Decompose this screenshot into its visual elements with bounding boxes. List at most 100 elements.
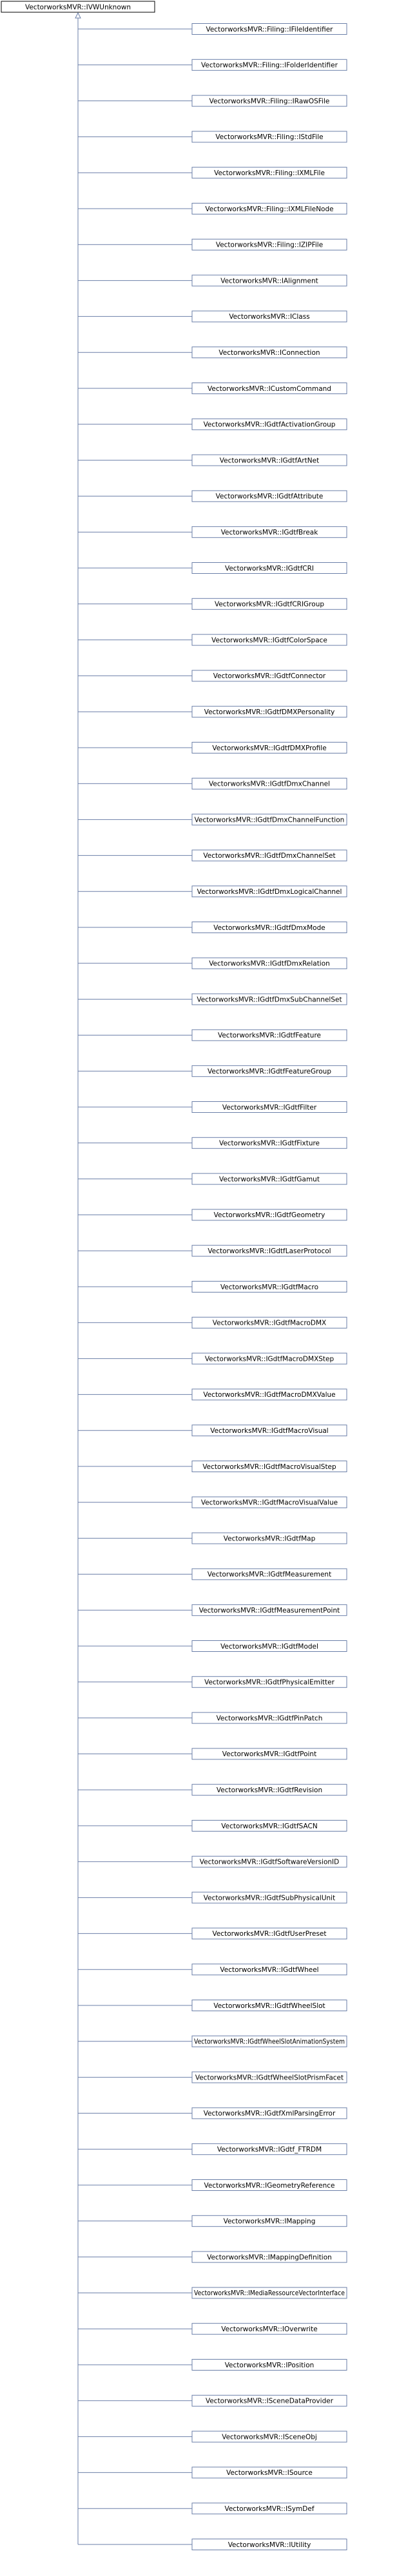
derived-class-node[interactable]: VectorworksMVR::IGdtfDMXProfile <box>191 742 347 753</box>
derived-class-node[interactable]: VectorworksMVR::ISource <box>191 2467 347 2479</box>
derived-class-node[interactable]: VectorworksMVR::IGdtfDmxChannelFunction <box>191 813 347 826</box>
derived-class-node[interactable]: VectorworksMVR::IMappingDefinition <box>191 2251 347 2263</box>
derived-class-node[interactable]: VectorworksMVR::IGdtfSoftwareVersionID <box>191 1855 347 1868</box>
derived-class-node[interactable]: VectorworksMVR::IGdtfDMXPersonality <box>191 706 347 718</box>
derived-class-node[interactable]: VectorworksMVR::IGeometryReference <box>191 2179 347 2191</box>
derived-class-label: VectorworksMVR::IGdtfMacroVisualValue <box>201 1499 338 1507</box>
derived-class-node[interactable]: VectorworksMVR::IGdtfWheel <box>191 1964 347 1976</box>
derived-class-node[interactable]: VectorworksMVR::IGdtfActivationGroup <box>191 418 347 430</box>
derived-class-node[interactable]: VectorworksMVR::IGdtfFixture <box>191 1137 347 1149</box>
derived-class-node[interactable]: VectorworksMVR::ICustomCommand <box>191 383 347 394</box>
derived-class-node[interactable]: VectorworksMVR::IGdtfFilter <box>191 1101 347 1113</box>
derived-class-node[interactable]: VectorworksMVR::IGdtfDmxRelation <box>191 957 347 969</box>
derived-class-node[interactable]: VectorworksMVR::IGdtfPhysicalEmitter <box>191 1676 347 1688</box>
derived-class-node[interactable]: VectorworksMVR::IGdtfCRI <box>191 562 347 574</box>
derived-class-node[interactable]: VectorworksMVR::IGdtfAttribute <box>191 490 347 502</box>
derived-class-node[interactable]: VectorworksMVR::IGdtfPoint <box>191 1748 347 1760</box>
derived-class-box <box>191 993 347 1005</box>
derived-class-node[interactable]: VectorworksMVR::IAlignment <box>191 274 347 287</box>
derived-class-node[interactable]: VectorworksMVR::IGdtfDmxSubChannelSet <box>191 993 347 1005</box>
derived-class-node[interactable]: VectorworksMVR::IGdtfModel <box>191 1640 347 1652</box>
derived-class-box <box>191 131 347 143</box>
derived-class-box <box>191 1855 347 1868</box>
derived-class-node[interactable]: VectorworksMVR::IGdtfFeatureGroup <box>191 1065 347 1077</box>
derived-class-node[interactable]: VectorworksMVR::IGdtfMacroVisualValue <box>191 1496 347 1508</box>
derived-class-node[interactable]: VectorworksMVR::IGdtfMacroDMXValue <box>191 1388 347 1401</box>
derived-class-node[interactable]: VectorworksMVR::IGdtfRevision <box>191 1784 347 1796</box>
derived-class-box <box>191 310 347 323</box>
derived-class-node[interactable]: VectorworksMVR::IGdtfSubPhysicalUnit <box>191 1891 347 1904</box>
derived-class-node[interactable]: VectorworksMVR::IMediaRessourceVectorInt… <box>191 2287 347 2299</box>
derived-class-node[interactable]: VectorworksMVR::IGdtfMacroVisualStep <box>191 1461 347 1472</box>
derived-class-node[interactable]: VectorworksMVR::IGdtfDmxLogicalChannel <box>191 886 347 898</box>
derived-class-node[interactable]: VectorworksMVR::IGdtfSACN <box>191 1820 347 1832</box>
derived-class-node[interactable]: VectorworksMVR::IGdtfMeasurement <box>191 1568 347 1580</box>
derived-class-node[interactable]: VectorworksMVR::IGdtfGamut <box>191 1173 347 1185</box>
derived-class-label: VectorworksMVR::IGdtfFeature <box>218 1032 321 1039</box>
derived-class-node[interactable]: VectorworksMVR::IGdtfBreak <box>191 526 347 538</box>
derived-class-node[interactable]: VectorworksMVR::IGdtfDmxChannel <box>191 777 347 790</box>
derived-class-node[interactable]: VectorworksMVR::IGdtfCRIGroup <box>191 598 347 610</box>
derived-class-node[interactable]: VectorworksMVR::ISceneDataProvider <box>191 2394 347 2407</box>
derived-class-node[interactable]: VectorworksMVR::IGdtfDmxChannelSet <box>191 849 347 862</box>
derived-class-node[interactable]: VectorworksMVR::Filing::IXMLFileNode <box>191 203 347 214</box>
derived-class-node[interactable]: VectorworksMVR::IConnection <box>191 346 347 359</box>
derived-class-label: VectorworksMVR::IConnection <box>218 349 320 357</box>
derived-class-node[interactable]: VectorworksMVR::IGdtf_FTRDM <box>191 2143 347 2155</box>
derived-class-node[interactable]: VectorworksMVR::IGdtfMeasurementPoint <box>191 1604 347 1616</box>
derived-class-node[interactable]: VectorworksMVR::IGdtfWheelSlotAnimationS… <box>191 2035 347 2047</box>
derived-class-node[interactable]: VectorworksMVR::Filing::IStdFile <box>191 131 347 143</box>
derived-class-box <box>191 1496 347 1508</box>
derived-class-box <box>191 2071 347 2083</box>
derived-class-box <box>191 886 347 898</box>
derived-class-node[interactable]: VectorworksMVR::IGdtfMacroDMX <box>191 1316 347 1329</box>
derived-class-node[interactable]: VectorworksMVR::IGdtfGeometry <box>191 1209 347 1221</box>
derived-class-node[interactable]: VectorworksMVR::IOverwrite <box>191 2323 347 2335</box>
derived-class-node[interactable]: VectorworksMVR::Filing::IFolderIdentifie… <box>191 59 347 71</box>
derived-class-box <box>191 1712 347 1724</box>
derived-class-node[interactable]: VectorworksMVR::IGdtfPinPatch <box>191 1712 347 1724</box>
derived-class-node[interactable]: VectorworksMVR::Filing::IXMLFile <box>191 167 347 179</box>
derived-class-label: VectorworksMVR::IGdtfMacroVisual <box>210 1427 328 1435</box>
derived-class-box <box>191 1461 347 1472</box>
derived-class-label: VectorworksMVR::ISceneDataProvider <box>206 2398 334 2405</box>
derived-class-label: VectorworksMVR::IGdtfLaserProtocol <box>208 1247 331 1255</box>
derived-class-box <box>191 490 347 502</box>
derived-class-label: VectorworksMVR::IGeometryReference <box>204 2182 335 2190</box>
derived-class-node[interactable]: VectorworksMVR::IMapping <box>191 2215 347 2227</box>
derived-class-node[interactable]: VectorworksMVR::IGdtfMacroDMXStep <box>191 1352 347 1365</box>
derived-class-box <box>191 203 347 214</box>
derived-class-node[interactable]: VectorworksMVR::IGdtfArtNet <box>191 454 347 466</box>
derived-class-node[interactable]: VectorworksMVR::IGdtfLaserProtocol <box>191 1245 347 1257</box>
derived-class-box <box>191 2359 347 2371</box>
derived-class-label: VectorworksMVR::IGdtfXmlParsingError <box>204 2110 336 2117</box>
derived-class-node[interactable]: VectorworksMVR::IGdtfConnector <box>191 670 347 682</box>
derived-class-node[interactable]: VectorworksMVR::ISceneObj <box>191 2430 347 2443</box>
derived-class-node[interactable]: VectorworksMVR::IUtility <box>191 2539 347 2550</box>
derived-class-node[interactable]: VectorworksMVR::IGdtfMacroVisual <box>191 1425 347 1437</box>
derived-class-node[interactable]: VectorworksMVR::IGdtfFeature <box>191 1029 347 1041</box>
derived-class-node[interactable]: VectorworksMVR::Filing::IFileIdentifier <box>191 23 347 35</box>
derived-class-node[interactable]: VectorworksMVR::IGdtfWheelSlotPrismFacet <box>191 2071 347 2083</box>
derived-class-node[interactable]: VectorworksMVR::IGdtfDmxMode <box>191 922 347 933</box>
derived-class-node[interactable]: VectorworksMVR::IGdtfWheelSlot <box>191 2000 347 2011</box>
derived-class-node[interactable]: VectorworksMVR::IGdtfXmlParsingError <box>191 2107 347 2119</box>
derived-class-label: VectorworksMVR::IGdtfWheelSlotAnimationS… <box>194 2038 345 2046</box>
derived-class-box <box>191 777 347 790</box>
derived-class-node[interactable]: VectorworksMVR::IGdtfColorSpace <box>191 634 347 646</box>
derived-class-node[interactable]: VectorworksMVR::IGdtfMap <box>191 1532 347 1544</box>
derived-class-node[interactable]: VectorworksMVR::Filing::IRawOSFile <box>191 95 347 107</box>
derived-class-node[interactable]: VectorworksMVR::Filing::IZIPFile <box>191 238 347 251</box>
derived-class-node[interactable]: VectorworksMVR::IClass <box>191 310 347 323</box>
derived-class-box <box>191 849 347 862</box>
derived-class-node[interactable]: VectorworksMVR::IPosition <box>191 2359 347 2371</box>
derived-class-node[interactable]: VectorworksMVR::IGdtfMacro <box>191 1281 347 1293</box>
derived-class-node[interactable]: VectorworksMVR::IGdtfUserPreset <box>191 1927 347 1940</box>
derived-class-node[interactable]: VectorworksMVR::ISymDef <box>191 2503 347 2515</box>
root-class-node[interactable]: VectorworksMVR::IVWUnknown <box>1 1 155 13</box>
derived-class-label: VectorworksMVR::ISymDef <box>224 2505 314 2513</box>
derived-class-box <box>191 742 347 753</box>
derived-class-label: VectorworksMVR::IGdtfActivationGroup <box>204 421 336 429</box>
derived-class-label: VectorworksMVR::IMediaRessourceVectorInt… <box>194 2289 345 2297</box>
